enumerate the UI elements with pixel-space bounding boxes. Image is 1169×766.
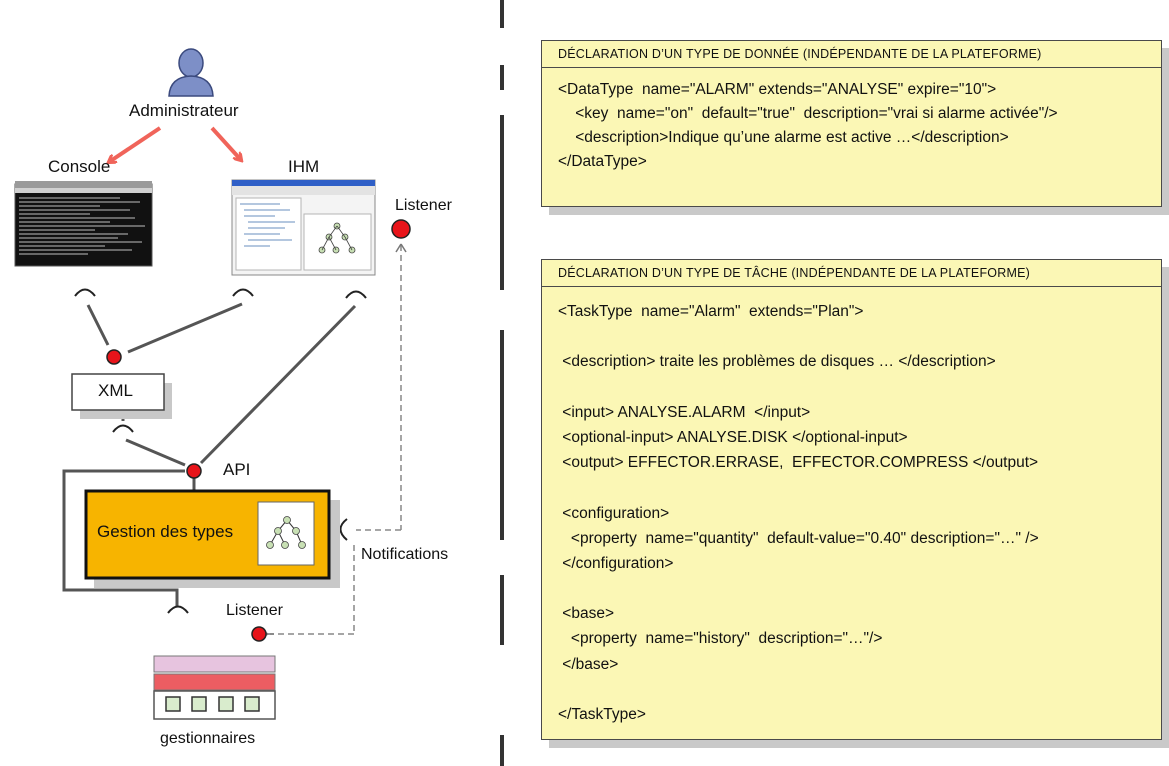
code-line: <optional-input> ANALYSE.DISK </optional… [558, 428, 908, 446]
admin-to-ihm-arrow [210, 126, 241, 160]
code-line: </configuration> [558, 554, 674, 572]
listener-top-label: Listener [395, 197, 452, 214]
ihm-window-thumbnail [231, 179, 376, 276]
vertical-divider [500, 0, 504, 28]
code-line: <description>Indique qu’une alarme est a… [558, 129, 1009, 146]
api-label: API [223, 460, 251, 479]
socket-icons [74, 288, 367, 614]
tree-icon [257, 501, 315, 566]
listener-bottom-label: Listener [226, 602, 283, 619]
code-line [558, 324, 1161, 349]
tasktype-declaration-box: DÉCLARATION D’UN TYPE DE TÂCHE (INDÉPEND… [541, 259, 1162, 740]
vertical-divider [500, 735, 504, 766]
code-line: <DataType name="ALARM" extends="ANALYSE"… [558, 81, 997, 98]
user-icon [168, 48, 214, 97]
gestion-label: Gestion des types [97, 522, 234, 541]
console-window-thumbnail [14, 181, 153, 267]
listener-top-arrowhead [395, 243, 407, 253]
code-line: <property name="history" description="…"… [558, 630, 883, 648]
code-line: <base> [558, 605, 615, 623]
code-line: <key name="on" default="true" descriptio… [558, 105, 1058, 122]
console-label: Console [48, 157, 111, 176]
code-line [558, 576, 1161, 601]
tasktype-box-body: <TaskType name="Alarm" extends="Plan"> <… [542, 287, 1161, 727]
code-line: <TaskType name="Alarm" extends="Plan"> [558, 303, 864, 320]
xml-label: XML [98, 381, 133, 400]
datatype-box-body: <DataType name="ALARM" extends="ANALYSE"… [542, 68, 1161, 174]
listener-dashed-lines [270, 245, 402, 635]
code-line [558, 375, 1161, 400]
architecture-diagram [14, 48, 411, 720]
tasktype-box-header: DÉCLARATION D’UN TYPE DE TÂCHE (INDÉPEND… [542, 260, 1161, 287]
code-line [558, 677, 1161, 702]
vertical-divider [500, 115, 504, 290]
vertical-divider [500, 65, 504, 90]
code-line: </base> [558, 655, 619, 673]
connector-lines [62, 302, 357, 606]
code-line: <input> ANALYSE.ALARM </input> [558, 403, 811, 421]
code-line [558, 475, 1161, 500]
listener-endpoint-icons [106, 219, 411, 642]
code-line: </DataType> [558, 153, 647, 170]
datatype-box-header: DÉCLARATION D’UN TYPE DE DONNÉE (INDÉPEN… [542, 41, 1161, 68]
code-line: <description> traite les problèmes de di… [558, 353, 996, 371]
code-line: <property name="quantity" default-value=… [558, 529, 1039, 547]
vertical-divider [500, 575, 504, 645]
gestionnaires-label: gestionnaires [160, 730, 256, 747]
vertical-divider [500, 330, 504, 540]
code-line: </TaskType> [558, 706, 646, 723]
notifications-label: Notifications [361, 546, 449, 563]
managers-stack [153, 655, 276, 720]
code-line: <configuration> [558, 504, 670, 522]
admin-to-console-arrow [109, 126, 162, 162]
ihm-label: IHM [288, 157, 320, 176]
administrator-label: Administrateur [129, 101, 239, 120]
datatype-declaration-box: DÉCLARATION D’UN TYPE DE DONNÉE (INDÉPEN… [541, 40, 1162, 207]
code-line: <output> EFFECTOR.ERRASE, EFFECTOR.COMPR… [558, 454, 1039, 472]
xml-box [71, 373, 165, 411]
